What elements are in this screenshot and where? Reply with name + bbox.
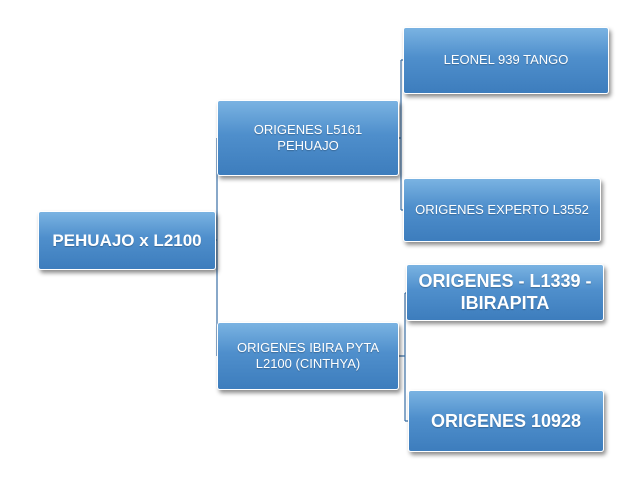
root-node: PEHUAJO x L2100 <box>38 211 216 270</box>
connector-parent-a-to-grandparents <box>399 59 403 211</box>
parent-b-label-line2: L2100 (CINTHYA) <box>255 356 361 371</box>
grandparent-a2-label: ORIGENES EXPERTO L3552 <box>415 201 589 217</box>
parent-node-b: ORIGENES IBIRA PYTA L2100 (CINTHYA) <box>217 322 399 390</box>
grandparent-b1-label-line2: IBIRAPITA <box>460 292 550 313</box>
parent-node-a: ORIGENES L5161 PEHUAJO <box>217 100 399 176</box>
grandparent-b2-label: ORIGENES 10928 <box>430 410 582 431</box>
grandparent-node-a2: ORIGENES EXPERTO L3552 <box>403 178 601 242</box>
grandparent-node-a1: LEONEL 939 TANGO <box>403 27 609 94</box>
root-label: PEHUAJO x L2100 <box>52 230 202 250</box>
parent-a-label-line1: ORIGENES L5161 <box>253 121 363 137</box>
grandparent-node-b1: ORIGENES - L1339 - IBIRAPITA <box>406 264 604 321</box>
connector-parent-b-to-grandparents <box>399 292 408 422</box>
grandparent-b1-label-line1: ORIGENES - L1339 - <box>418 270 592 291</box>
grandparent-node-b2: ORIGENES 10928 <box>408 390 604 452</box>
grandparent-a1-label: LEONEL 939 TANGO <box>443 52 569 68</box>
parent-b-label-line1: ORIGENES IBIRA PYTA <box>236 339 380 355</box>
parent-a-label-line2: PEHUAJO <box>277 138 339 153</box>
